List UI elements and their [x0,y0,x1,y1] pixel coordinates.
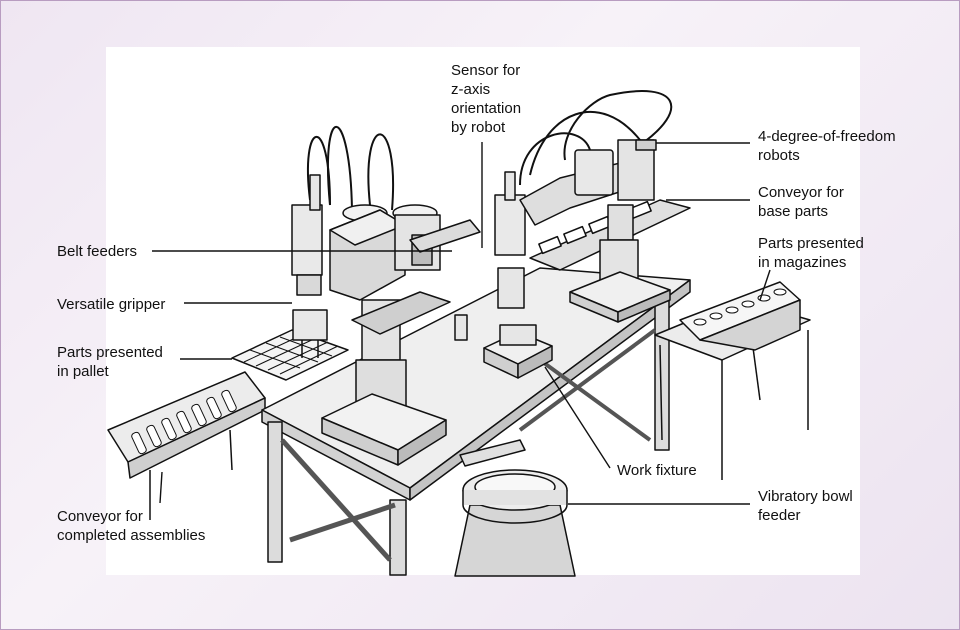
label-parts-pallet: Parts presented in pallet [57,344,163,380]
label-vibratory-bowl-feeder: Vibratory bowl feeder [758,488,853,524]
label-conveyor-base-parts: Conveyor for base parts [758,184,844,220]
right-robot [494,90,673,323]
label-conveyor-completed: Conveyor for completed assemblies [57,508,206,544]
label-work-fixture: Work fixture [617,462,697,479]
label-parts-magazines: Parts presented in magazines [758,235,864,271]
completed-assemblies-conveyor [107,371,266,520]
left-robot [291,125,481,466]
vibratory-bowl-feeder [454,439,576,577]
work-fixture [483,324,553,379]
label-versatile-gripper: Versatile gripper [57,296,166,313]
label-robots: 4-degree-of-freedom robots [758,128,896,164]
leader-lines [152,142,771,505]
belt-feeder [351,291,451,335]
label-sensor: Sensor for z-axis orientation by robot [451,62,522,136]
z-axis-sensor [454,314,468,341]
parts-pallet [231,329,349,381]
magazine-stand [654,281,811,480]
label-belt-feeders: Belt feeders [57,243,138,260]
